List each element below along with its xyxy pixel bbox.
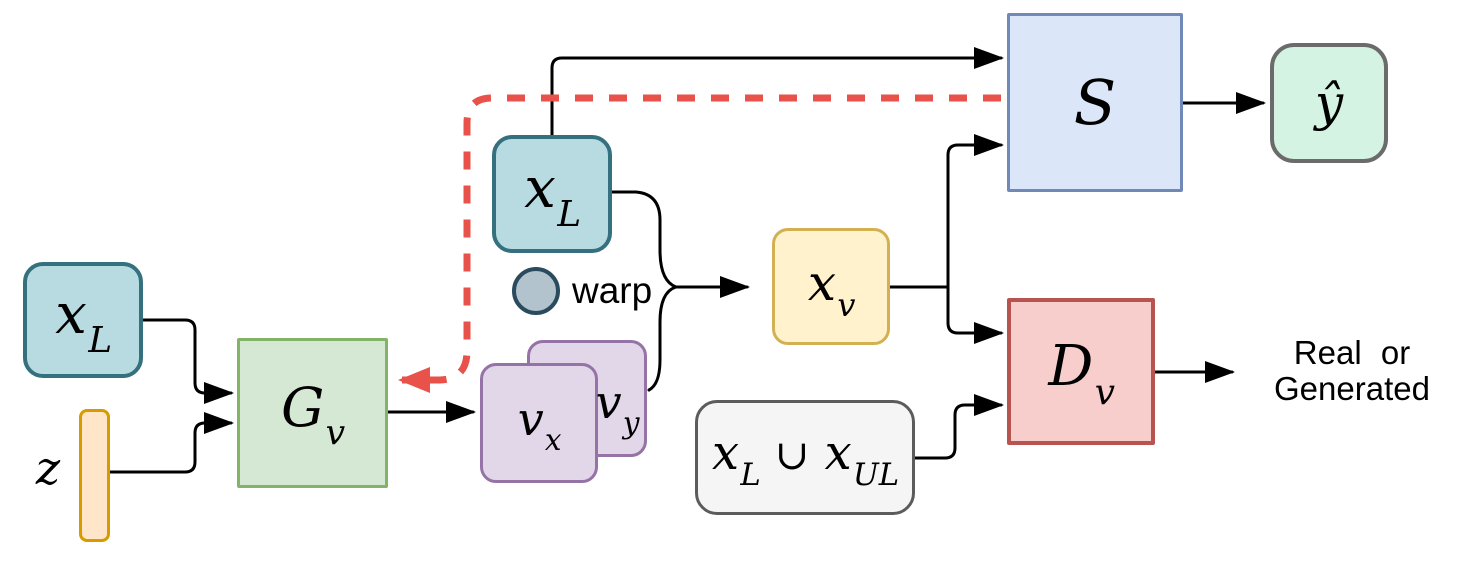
edge-xl-left-to-gv [141,318,234,404]
node-segmentation-network-s: S [1007,13,1183,192]
node-label: S [1073,65,1117,139]
vy-label: vy [595,374,640,441]
node-flow-vx: vx [480,363,598,483]
union-operator: ∪ [774,431,810,480]
node-prediction-yhat: ŷ [1270,43,1388,163]
node-generator-gv: Gv [237,338,388,488]
output-line-1: Real or [1293,334,1411,371]
edge-xv-to-dv [946,285,1004,344]
node-label: Gv [281,376,346,454]
node-label: vx [517,391,562,458]
discriminator-output-text: Real or Generated [1250,334,1454,408]
edge-xv-to-s [946,134,1004,289]
node-label: xL [524,156,582,236]
edge-xl-mid-to-s [550,47,1004,137]
node-z-noise-vector [79,409,110,542]
node-x-labeled-warp-input: xL [492,135,612,253]
output-line-2: Generated [1274,370,1430,407]
node-label: xL [55,282,113,362]
node-label: xv [807,253,856,325]
edge-union-to-dv [913,394,1004,460]
edge-z-to-gv [108,412,234,474]
node-labeled-union-unlabeled: xL ∪ xUL [695,400,915,515]
node-label: Dv [1048,333,1115,413]
node-x-labeled-input: xL [23,262,143,378]
node-label: xL ∪ xUL [712,425,900,494]
feedback-dashed-arrow [398,94,1001,393]
node-warped-image-xv: xv [772,228,890,345]
brace-upper-xl [610,190,678,289]
node-label: ŷ [1314,74,1344,132]
warp-label: warp [572,269,653,311]
node-discriminator-dv: Dv [1007,298,1155,445]
warp-operator-icon [512,267,560,315]
brace-lower-v [647,285,678,392]
z-label: z [35,441,61,495]
